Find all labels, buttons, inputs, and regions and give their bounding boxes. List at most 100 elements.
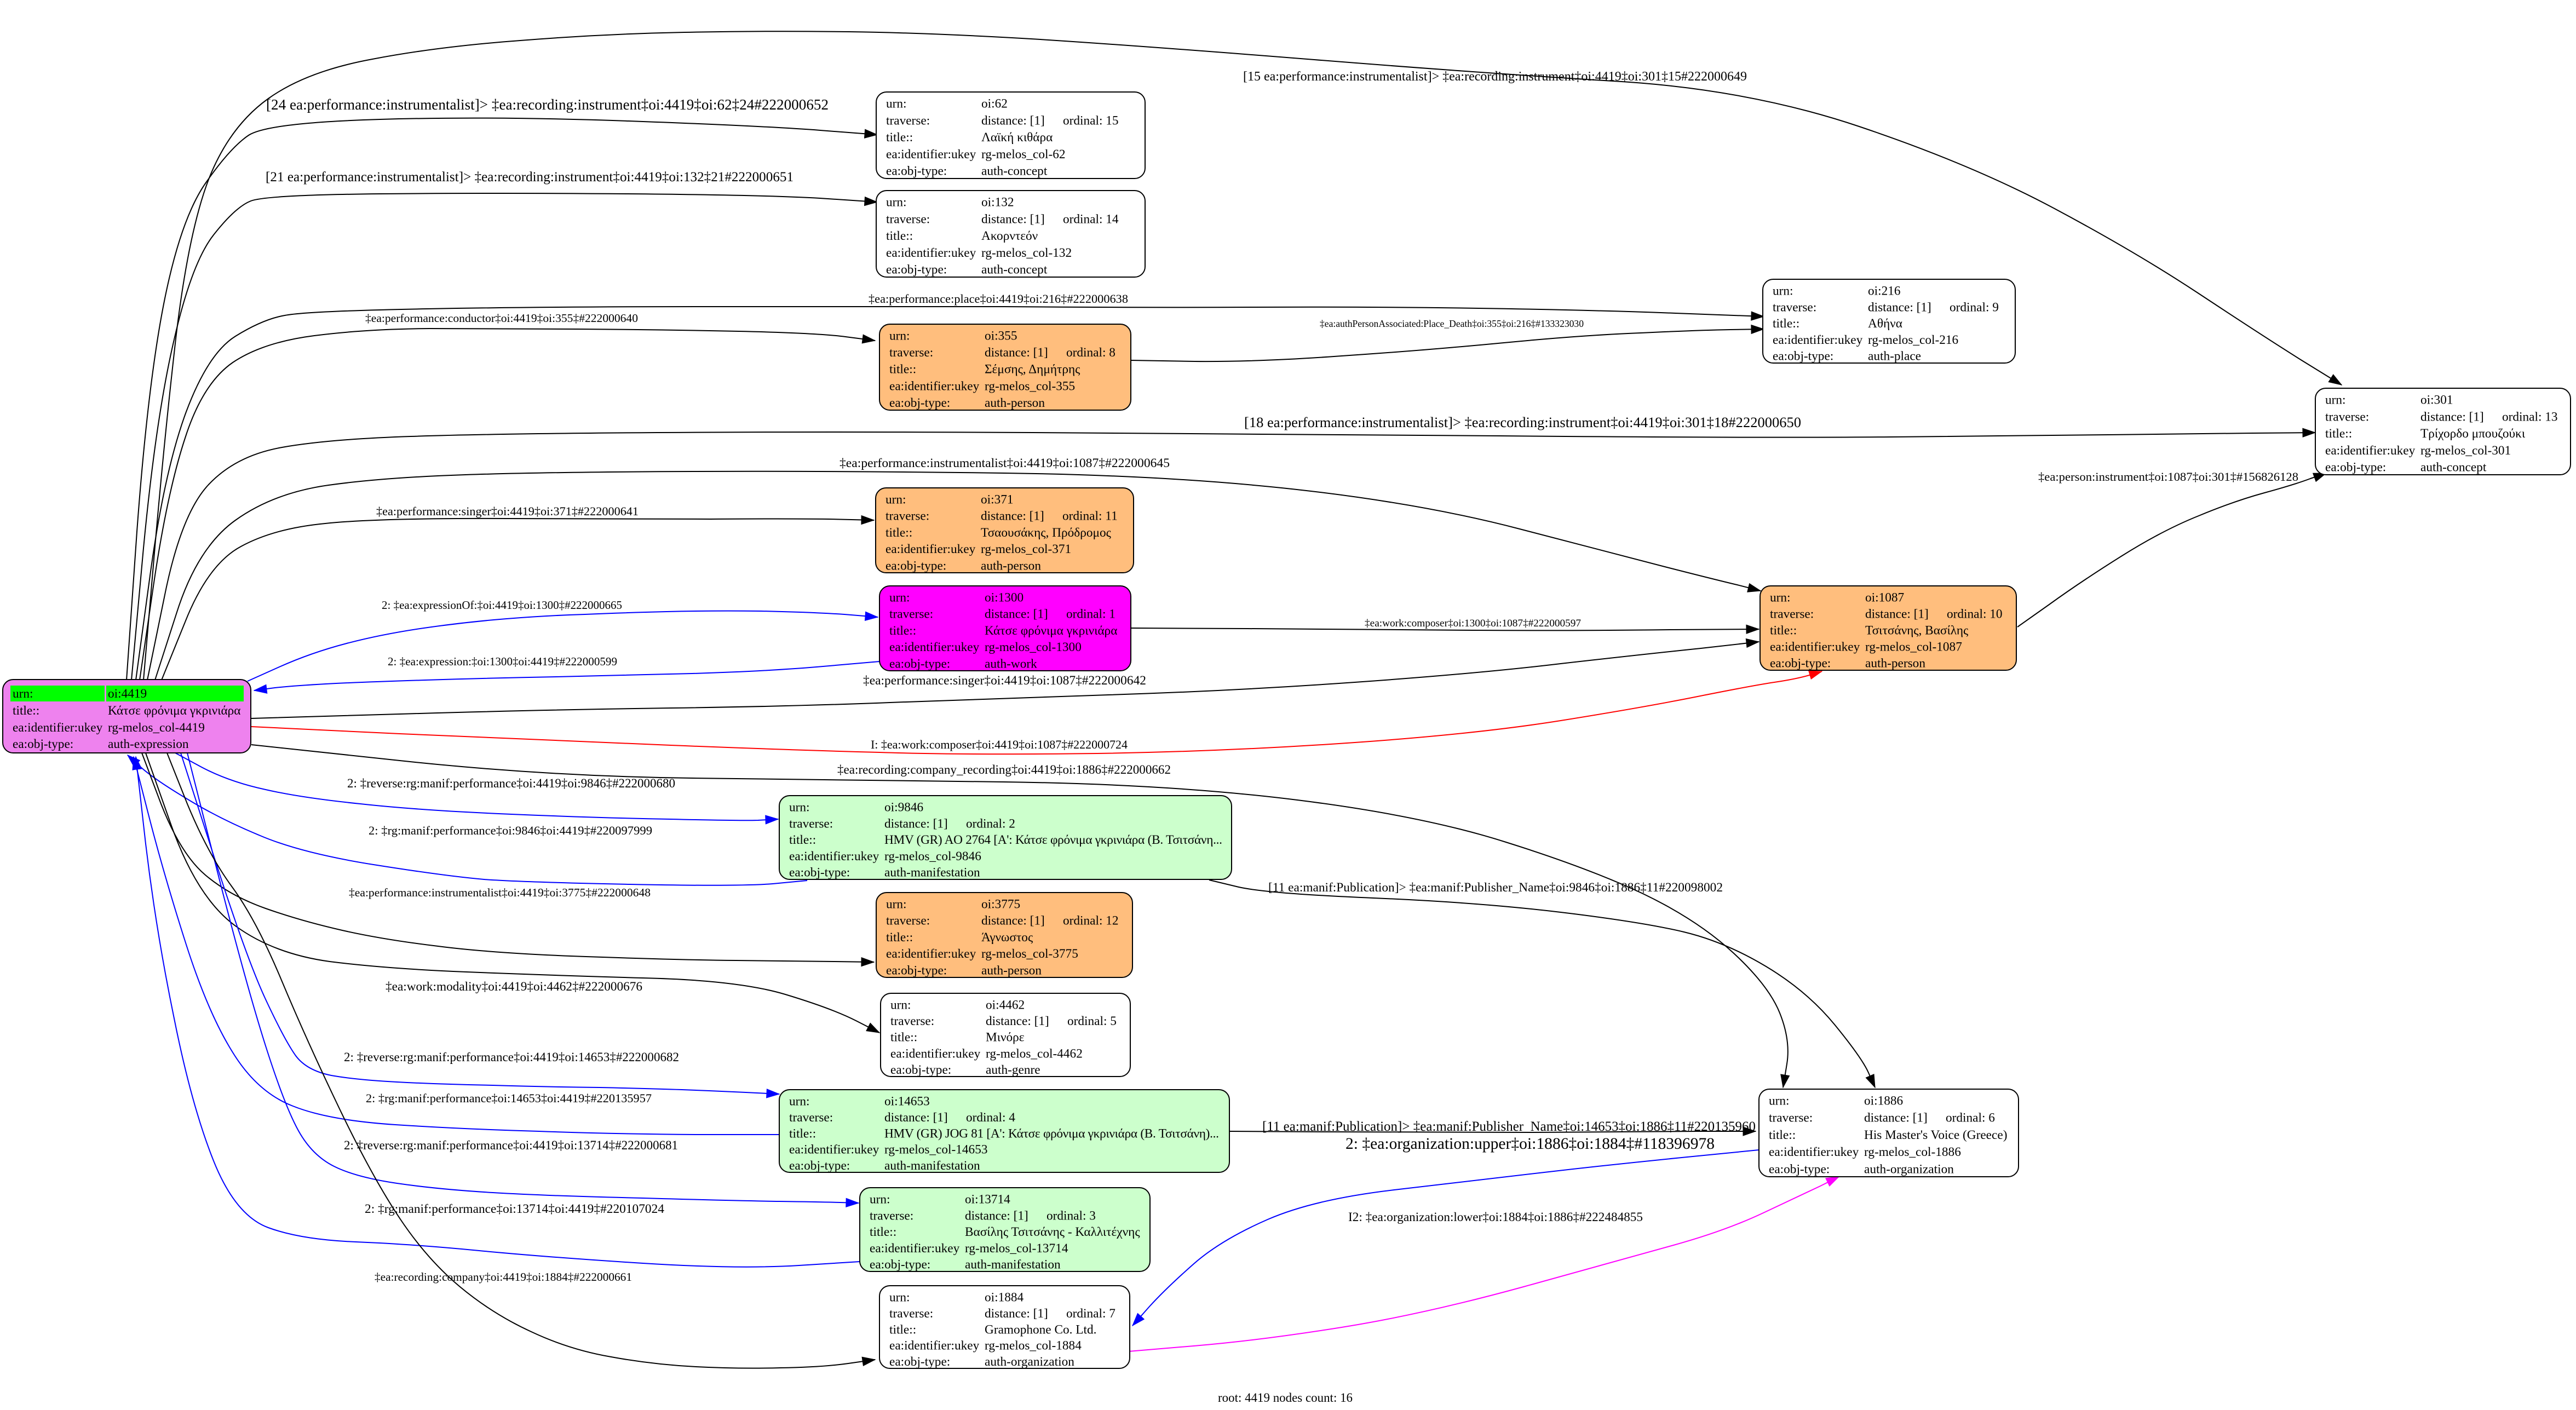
svg-text:2: ‡ea:organization:upper‡oi:1: 2: ‡ea:organization:upper‡oi:1886‡oi:188… xyxy=(1346,1135,1715,1153)
svg-text:ea:identifier:ukey: ea:identifier:ukey xyxy=(886,947,976,961)
svg-text:rg-melos_col-13714: rg-melos_col-13714 xyxy=(965,1241,1068,1256)
svg-text:title::: title:: xyxy=(889,624,916,638)
svg-text:distance: [1]: distance: [1] xyxy=(985,607,1048,621)
svg-text:distance: [1]: distance: [1] xyxy=(985,1307,1048,1321)
svg-text:oi:4419: oi:4419 xyxy=(108,687,147,701)
svg-text:rg-melos_col-216: rg-melos_col-216 xyxy=(1868,333,1958,347)
svg-text:traverse:: traverse: xyxy=(1770,607,1814,621)
svg-text:urn:: urn: xyxy=(889,1291,910,1305)
svg-text:ea:identifier:ukey: ea:identifier:ukey xyxy=(789,1143,879,1157)
svg-text:distance: [1]: distance: [1] xyxy=(884,816,948,831)
svg-text:‡ea:performance:instrumentalis: ‡ea:performance:instrumentalist‡oi:4419‡… xyxy=(840,456,1170,470)
svg-text:title::: title:: xyxy=(886,526,912,540)
svg-text:rg-melos_col-132: rg-melos_col-132 xyxy=(981,246,1072,260)
svg-text:ea:obj-type:: ea:obj-type: xyxy=(789,1159,850,1173)
svg-text:title::: title:: xyxy=(1769,1128,1796,1142)
svg-text:2: ‡rg:manif:performance‡oi:13: 2: ‡rg:manif:performance‡oi:13714‡oi:441… xyxy=(365,1202,664,1216)
svg-text:Λαϊκή κιθάρα: Λαϊκή κιθάρα xyxy=(981,130,1053,145)
svg-text:ordinal: 11: ordinal: 11 xyxy=(1062,509,1118,523)
svg-text:Τρίχορδο μπουζούκι: Τρίχορδο μπουζούκι xyxy=(2420,427,2526,441)
svg-text:distance: [1]: distance: [1] xyxy=(981,113,1045,128)
svg-text:ordinal: 7: ordinal: 7 xyxy=(1066,1307,1116,1321)
svg-text:auth-work: auth-work xyxy=(985,657,1037,671)
svg-text:oi:3775: oi:3775 xyxy=(981,897,1020,912)
svg-text:[18 ea:performance:instrumenta: [18 ea:performance:instrumentalist]> ‡ea… xyxy=(1244,414,1801,430)
svg-text:[11 ea:manif:Publication]> ‡ea: [11 ea:manif:Publication]> ‡ea:manif:Pub… xyxy=(1262,1119,1756,1134)
svg-text:urn:: urn: xyxy=(886,493,906,507)
svg-text:‡ea:work:modality‡oi:4419‡oi:4: ‡ea:work:modality‡oi:4419‡oi:4462‡#22200… xyxy=(386,980,642,994)
svg-text:ea:obj-type:: ea:obj-type: xyxy=(886,263,947,277)
svg-text:rg-melos_col-371: rg-melos_col-371 xyxy=(981,542,1071,556)
svg-text:ea:obj-type:: ea:obj-type: xyxy=(1773,349,1833,364)
svg-text:auth-manifestation: auth-manifestation xyxy=(965,1258,1061,1272)
svg-text:traverse:: traverse: xyxy=(886,914,930,928)
svg-text:urn:: urn: xyxy=(13,687,33,701)
svg-text:traverse:: traverse: xyxy=(789,1110,833,1125)
svg-text:traverse:: traverse: xyxy=(1773,300,1816,314)
svg-text:title::: title:: xyxy=(789,1126,816,1141)
svg-text:oi:62: oi:62 xyxy=(981,97,1008,111)
svg-text:ea:identifier:ukey: ea:identifier:ukey xyxy=(1770,640,1860,654)
svg-text:oi:14653: oi:14653 xyxy=(884,1095,930,1109)
svg-text:ea:identifier:ukey: ea:identifier:ukey xyxy=(789,849,879,864)
svg-text:oi:1886: oi:1886 xyxy=(1864,1094,1903,1108)
svg-text:traverse:: traverse: xyxy=(2325,410,2369,424)
svg-text:ea:obj-type:: ea:obj-type: xyxy=(890,1063,951,1077)
svg-text:urn:: urn: xyxy=(1770,591,1791,605)
svg-text:[24 ea:performance:instrumenta: [24 ea:performance:instrumentalist]> ‡ea… xyxy=(266,96,829,113)
svg-text:auth-manifestation: auth-manifestation xyxy=(884,866,980,880)
svg-text:oi:301: oi:301 xyxy=(2420,393,2453,407)
svg-text:ea:obj-type:: ea:obj-type: xyxy=(889,657,950,671)
svg-text:rg-melos_col-4462: rg-melos_col-4462 xyxy=(986,1046,1083,1061)
svg-text:ea:obj-type:: ea:obj-type: xyxy=(2325,461,2386,475)
svg-text:urn:: urn: xyxy=(886,897,907,912)
svg-text:distance: [1]: distance: [1] xyxy=(985,346,1048,360)
svg-text:2: ‡reverse:rg:manif:performan: 2: ‡reverse:rg:manif:performance‡oi:4419… xyxy=(344,1050,679,1064)
svg-text:ea:obj-type:: ea:obj-type: xyxy=(886,164,947,179)
svg-text:ordinal: 9: ordinal: 9 xyxy=(1950,300,1999,314)
svg-text:urn:: urn: xyxy=(886,195,907,210)
svg-text:oi:13714: oi:13714 xyxy=(965,1193,1010,1207)
svg-text:auth-person: auth-person xyxy=(981,559,1041,573)
svg-text:auth-concept: auth-concept xyxy=(2420,461,2487,475)
svg-text:rg-melos_col-301: rg-melos_col-301 xyxy=(2420,444,2511,458)
svg-text:title::: title:: xyxy=(886,130,913,145)
svg-text:ea:identifier:ukey: ea:identifier:ukey xyxy=(1769,1145,1859,1159)
svg-text:2: ‡ea:expressionOf:‡oi:4419‡o: 2: ‡ea:expressionOf:‡oi:4419‡oi:1300‡#22… xyxy=(382,598,622,612)
svg-text:ordinal: 14: ordinal: 14 xyxy=(1063,212,1119,226)
svg-text:Τσιτσάνης, Βασίλης: Τσιτσάνης, Βασίλης xyxy=(1865,624,1968,638)
svg-text:ordinal: 13: ordinal: 13 xyxy=(2502,410,2558,424)
svg-text:ea:obj-type:: ea:obj-type: xyxy=(886,559,946,573)
svg-text:ea:identifier:ukey: ea:identifier:ukey xyxy=(1773,333,1863,347)
svg-text:Κάτσε φρόνιμα γκρινιάρα: Κάτσε φρόνιμα γκρινιάρα xyxy=(985,624,1118,638)
svg-text:distance: [1]: distance: [1] xyxy=(2420,410,2484,424)
svg-text:ea:obj-type:: ea:obj-type: xyxy=(889,396,950,410)
svg-text:title::: title:: xyxy=(889,1322,916,1337)
svg-text:ordinal: 4: ordinal: 4 xyxy=(966,1110,1015,1125)
svg-text:Άγνωστος: Άγνωστος xyxy=(981,930,1033,945)
svg-text:ordinal: 12: ordinal: 12 xyxy=(1063,914,1119,928)
svg-text:traverse:: traverse: xyxy=(889,346,933,360)
svg-text:auth-manifestation: auth-manifestation xyxy=(884,1159,980,1173)
svg-text:distance: [1]: distance: [1] xyxy=(1868,300,1931,314)
svg-text:auth-organization: auth-organization xyxy=(985,1355,1074,1369)
svg-text:title::: title:: xyxy=(2325,427,2352,441)
svg-text:oi:371: oi:371 xyxy=(981,493,1014,507)
svg-text:ea:identifier:ukey: ea:identifier:ukey xyxy=(870,1241,960,1256)
svg-text:ea:identifier:ukey: ea:identifier:ukey xyxy=(889,379,980,393)
svg-text:auth-person: auth-person xyxy=(985,396,1045,410)
svg-text:title::: title:: xyxy=(870,1225,896,1239)
svg-text:oi:1087: oi:1087 xyxy=(1865,591,1904,605)
svg-text:‡ea:authPersonAssociated:Place: ‡ea:authPersonAssociated:Place_Death‡oi:… xyxy=(1320,318,1584,329)
svg-text:title::: title:: xyxy=(13,704,39,718)
svg-text:Gramophone Co. Ltd.: Gramophone Co. Ltd. xyxy=(985,1322,1096,1337)
svg-text:traverse:: traverse: xyxy=(789,816,833,831)
svg-text:distance: [1]: distance: [1] xyxy=(981,212,1045,226)
svg-text:Βασίλης Τσιτσάνης - Καλλιτέχνη: Βασίλης Τσιτσάνης - Καλλιτέχνης xyxy=(965,1225,1140,1239)
svg-text:rg-melos_col-3775: rg-melos_col-3775 xyxy=(981,947,1078,961)
svg-text:HMV (GR) AO 2764 [Α': Κάτσε φρ: HMV (GR) AO 2764 [Α': Κάτσε φρόνιμα γκρι… xyxy=(884,833,1222,847)
svg-text:traverse:: traverse: xyxy=(886,509,929,523)
svg-text:traverse:: traverse: xyxy=(886,113,930,128)
svg-text:[21 ea:performance:instrumenta: [21 ea:performance:instrumentalist]> ‡ea… xyxy=(266,170,794,185)
svg-text:title::: title:: xyxy=(889,362,916,377)
